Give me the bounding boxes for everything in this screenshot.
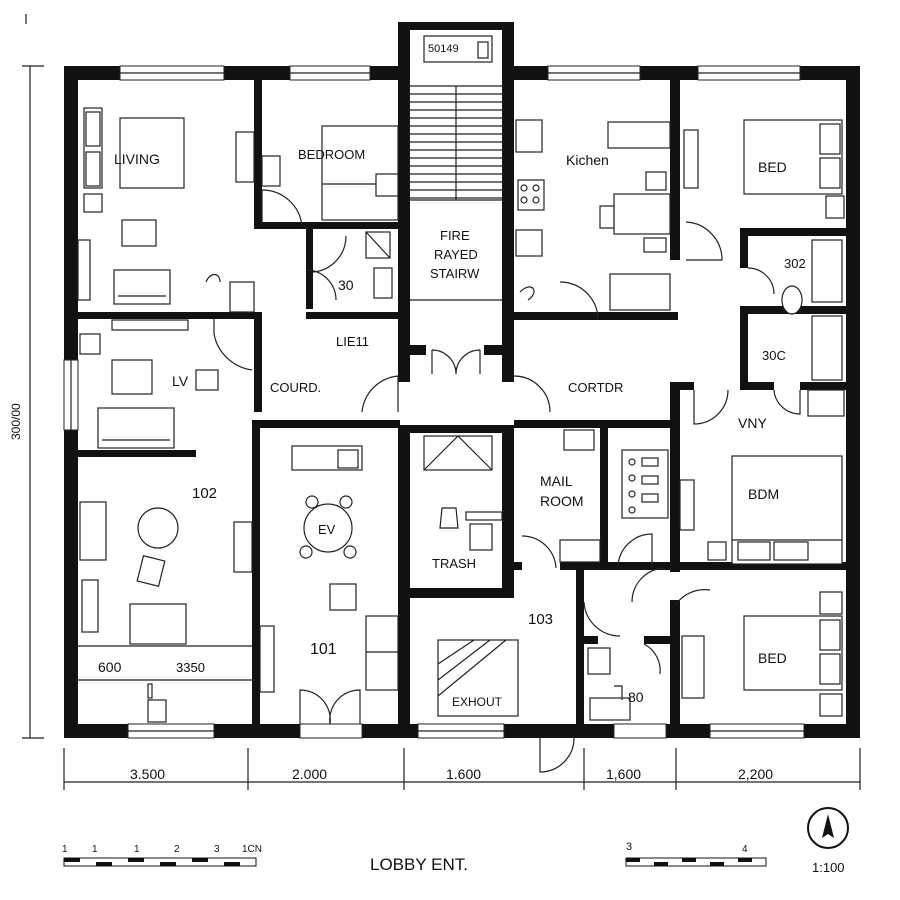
room-bdm-label: BDM — [748, 486, 779, 502]
door-stair-left[interactable] — [431, 349, 457, 375]
doors — [213, 189, 801, 773]
room-living-label: LIVING — [114, 151, 160, 167]
stair-sign: 50149 — [428, 43, 459, 55]
stair-label-line1: FIRE — [440, 228, 470, 243]
room-court-label: COURD. — [270, 380, 321, 395]
door-center-d[interactable] — [675, 589, 711, 605]
room-trash-label: TRASH — [432, 556, 476, 571]
scale-left-tick-3: 2 — [174, 844, 180, 855]
room-mail-label-2: ROOM — [540, 493, 584, 509]
scale-left-tick-4: 3 — [214, 844, 220, 855]
scale-left-tick-5: 1CN — [242, 844, 262, 855]
room-kitchen-label: Kichen — [566, 152, 609, 168]
stair-label-line3: STAIRW — [430, 266, 480, 281]
door-lobby-right[interactable] — [513, 375, 551, 413]
door-vny-right[interactable] — [773, 389, 801, 415]
corridor-east-label: CORTDR — [568, 380, 623, 395]
room-bed-se-label: BED — [758, 650, 787, 666]
scale-bar-right: 3 4 — [625, 841, 767, 867]
scale-left-tick-2: 1 — [134, 844, 140, 855]
fire-stair: 50149 FIRE RAYED STAIRW — [410, 35, 502, 301]
room-ev-label: EV — [318, 522, 336, 537]
dimension-seg2: 2.000 — [292, 766, 327, 782]
door-stair-right[interactable] — [455, 349, 481, 375]
door-corridor-nw[interactable] — [305, 269, 337, 301]
door-center-a[interactable] — [617, 533, 653, 569]
room-bath-302-label: 302 — [784, 256, 806, 271]
corridor-top-label: LIE11 — [336, 334, 369, 349]
door-101[interactable] — [299, 689, 361, 725]
door-kitchen[interactable] — [559, 281, 599, 319]
unit-101-label: 101 — [310, 641, 337, 658]
door-center-c[interactable] — [583, 601, 621, 637]
door-bath-302[interactable] — [747, 267, 775, 295]
door-entrance[interactable] — [539, 737, 575, 773]
stair-label-line2: RAYED — [434, 247, 478, 262]
room-mail-label-1: MAIL — [540, 473, 573, 489]
scale-left-tick-0: 1 — [62, 844, 68, 855]
dimension-vertical: 300/00 — [9, 403, 23, 440]
scale-right-tick-1: 4 — [742, 844, 748, 855]
door-bath-30[interactable] — [312, 235, 347, 273]
door-80[interactable] — [643, 643, 661, 675]
door-mail[interactable] — [521, 535, 557, 569]
room-exhaust-label: EXHOUT — [452, 695, 503, 709]
dim-3350-label: 3350 — [176, 660, 205, 675]
scale-bar-left: 1 1 1 2 3 1CN — [62, 844, 262, 867]
dimension-seg3: 1.600 — [446, 766, 481, 782]
door-living-corridor[interactable] — [213, 319, 253, 371]
door-bedroom[interactable] — [261, 189, 303, 227]
room-bath-30c-label: 30C — [762, 348, 786, 363]
windows — [63, 65, 805, 739]
room-lv-label: LV — [172, 373, 189, 389]
room-vny-label: VNY — [738, 415, 767, 431]
scale-ratio-label: 1:100 — [812, 860, 845, 875]
scale-left-tick-1: 1 — [92, 844, 98, 855]
door-center-b[interactable] — [631, 567, 665, 603]
room-bedroom-label: BEDROOM — [298, 147, 365, 162]
room-80-label: 80 — [628, 689, 644, 705]
dimension-lines: 3.500 2.000 1.600 1,600 2,200 300/00 — [9, 65, 861, 790]
room-bath-30-label: 30 — [338, 277, 354, 293]
dimension-seg1: 3.500 — [130, 766, 165, 782]
dim-600-label: 600 — [98, 659, 122, 675]
dimension-seg5: 2,200 — [738, 766, 773, 782]
door-lobby-left[interactable] — [361, 375, 399, 413]
door-vny-left[interactable] — [693, 389, 729, 425]
unit-103-label: 103 — [528, 611, 553, 628]
interior-walls — [78, 80, 846, 725]
dimension-seg4: 1,600 — [606, 766, 641, 782]
unit-102-label: 102 — [192, 485, 217, 502]
room-labels: LIVING BEDROOM Kichen BED 30 302 30C LIE… — [98, 147, 806, 709]
north-arrow-icon — [807, 807, 849, 849]
furniture — [77, 107, 845, 723]
door-ne-bed[interactable] — [685, 221, 723, 261]
scale-right-tick-0: 3 — [626, 841, 632, 853]
lobby-entrance-label: LOBBY ENT. — [370, 855, 468, 874]
room-bed-ne-label: BED — [758, 159, 787, 175]
